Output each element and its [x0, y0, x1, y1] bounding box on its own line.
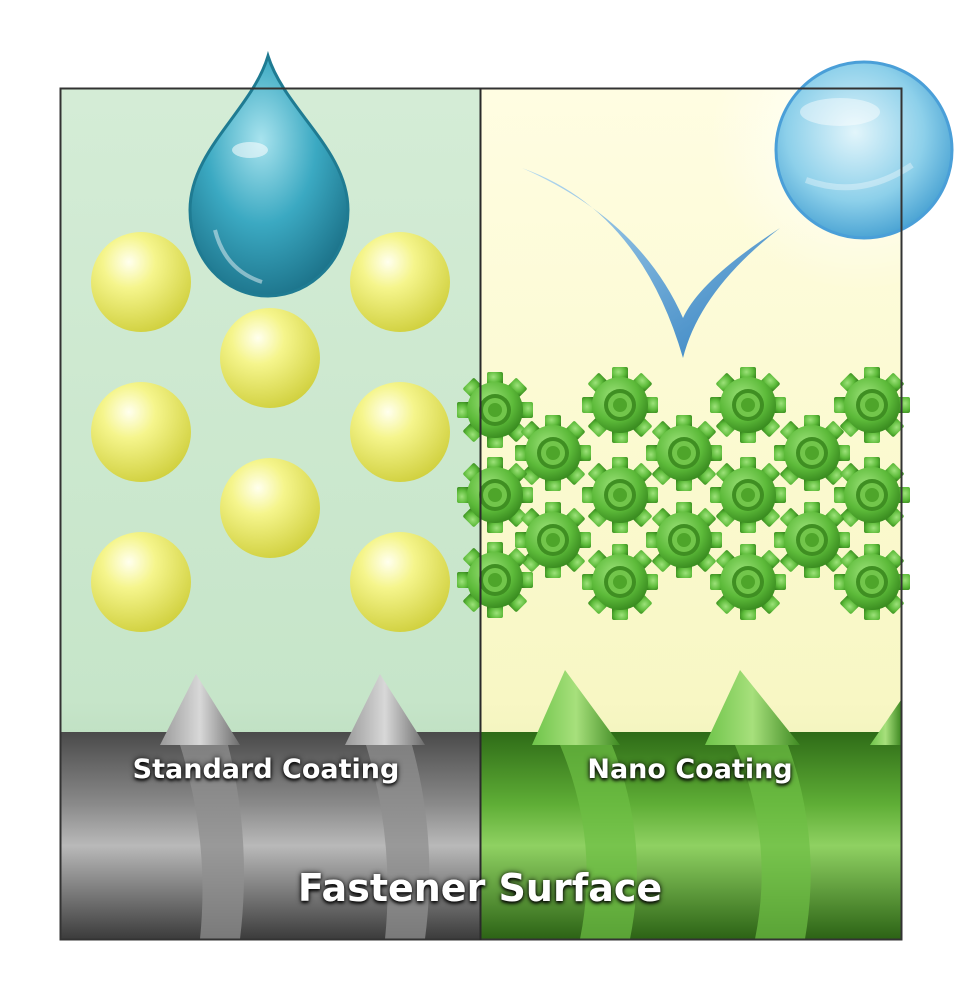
coating-particle-icon	[91, 382, 191, 482]
coating-particle-icon	[350, 382, 450, 482]
coating-particle-icon	[91, 232, 191, 332]
nano-coated-fastener-surface	[481, 670, 901, 939]
coating-particles	[91, 232, 450, 632]
standard-coating-panel	[61, 50, 480, 939]
water-drop-icon	[188, 50, 350, 298]
standard-coating-label: Standard Coating	[132, 754, 400, 785]
coating-particle-icon	[350, 532, 450, 632]
coating-particle-icon	[350, 232, 450, 332]
coating-particle-icon	[91, 532, 191, 632]
nano-coating-panel	[457, 0, 974, 939]
steel-fastener-surface	[61, 674, 480, 939]
coating-particle-icon	[220, 458, 320, 558]
coating-particle-icon	[220, 308, 320, 408]
fastener-surface-label: Fastener Surface	[297, 866, 663, 910]
water-bead-icon	[774, 60, 954, 240]
nano-coating-label: Nano Coating	[587, 754, 793, 785]
